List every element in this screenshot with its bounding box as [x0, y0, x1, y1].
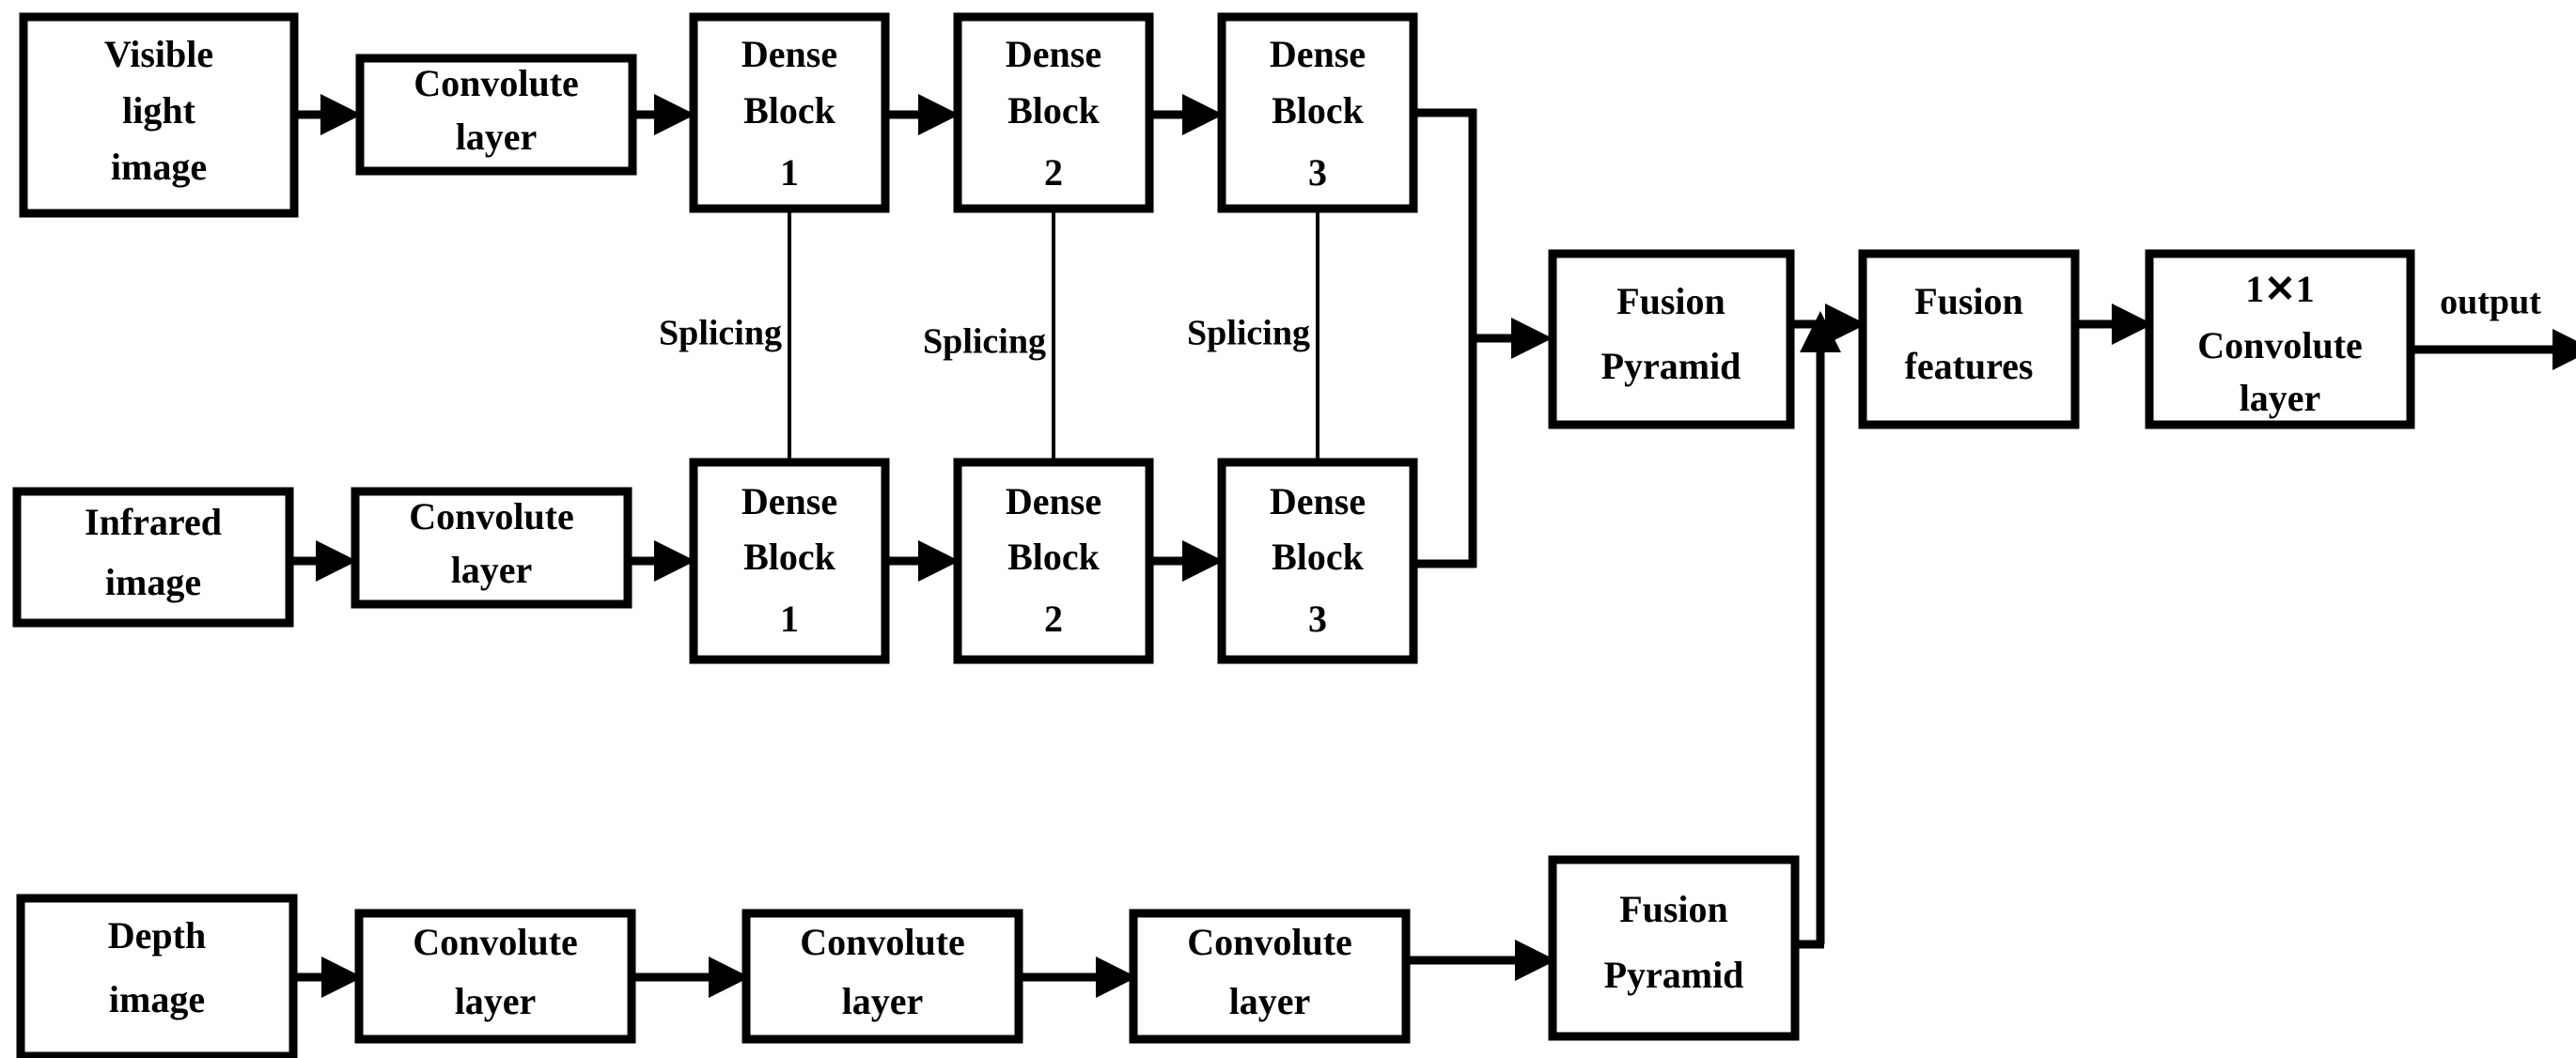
- arrow-visible-db1-to-db2: [885, 94, 960, 135]
- output-label: output: [2440, 283, 2541, 322]
- node-depth-convolute-layer-2: Convolute layer: [742, 909, 1023, 1044]
- arrow-infrared-conv-to-db1: [628, 540, 695, 582]
- arrow-depth-conv1-to-conv2: [632, 957, 750, 998]
- node-fusion-pyramid-top: Fusion Pyramid: [1548, 249, 1795, 429]
- merge-dense-block3-outputs: [1410, 108, 1553, 568]
- node-visible-light-image: Visible light image: [19, 12, 299, 218]
- node-label-line: image: [105, 561, 201, 603]
- arrow-depth-conv2-to-conv3: [1019, 957, 1137, 998]
- depth-branch-connector: [1791, 311, 1841, 949]
- node-label-line: Dense: [1006, 480, 1101, 522]
- node-label-line: Fusion: [1616, 280, 1725, 322]
- node-label-line: Block: [743, 89, 836, 132]
- splicing-label-2: Splicing: [923, 322, 1046, 362]
- node-label-line: light: [122, 89, 195, 132]
- node-infrared-dense-block-1: Dense Block 1: [689, 458, 890, 664]
- node-conv-1x1-layer: 1✕1 Convolute layer: [2145, 249, 2415, 429]
- node-label-line: layer: [1229, 980, 1311, 1022]
- node-label-line: 2: [1044, 598, 1063, 640]
- node-label-line: Pyramid: [1604, 954, 1744, 996]
- node-fusion-pyramid-bottom: Fusion Pyramid: [1548, 855, 1800, 1041]
- arrow-visible-conv-to-db1: [632, 94, 695, 135]
- node-label-line: 1: [780, 598, 799, 640]
- node-label-line: Fusion: [1914, 280, 2023, 322]
- arrow-output: [2411, 329, 2576, 370]
- arrow-infrared-db1-to-db2: [885, 540, 960, 582]
- node-label-line: Fusion: [1619, 888, 1728, 930]
- node-label-line: 1✕1: [2245, 268, 2315, 310]
- arrow-features-to-conv1x1: [2075, 303, 2153, 345]
- node-label-line: Convolute: [409, 495, 574, 537]
- node-label-line: layer: [455, 980, 537, 1022]
- node-label-line: 3: [1308, 598, 1327, 640]
- node-label-line: Dense: [1006, 33, 1101, 75]
- node-depth-convolute-layer-1: Convolute layer: [354, 909, 636, 1044]
- node-label-line: Dense: [742, 480, 837, 522]
- arrow-visible-db2-to-db3: [1149, 94, 1224, 135]
- node-label-line: Convolute: [414, 62, 579, 104]
- node-infrared-convolute-layer: Convolute layer: [351, 487, 632, 609]
- node-visible-dense-block-1: Dense Block 1: [689, 12, 890, 213]
- node-fusion-features: Fusion features: [1858, 249, 2080, 429]
- arrow-depth-image-to-conv1: [293, 957, 363, 998]
- arrow-infrared-db2-to-db3: [1149, 540, 1224, 582]
- node-label-line: Pyramid: [1601, 345, 1741, 387]
- node-label-line: image: [111, 146, 207, 188]
- node-visible-dense-block-3: Dense Block 3: [1217, 12, 1418, 213]
- node-label-line: Block: [743, 536, 836, 578]
- node-label-line: Convolute: [1187, 921, 1352, 963]
- node-label-line: Block: [1007, 536, 1101, 578]
- splicing-label-3: Splicing: [1187, 314, 1310, 353]
- node-label-line: image: [109, 978, 205, 1020]
- node-infrared-dense-block-3: Dense Block 3: [1217, 458, 1418, 664]
- node-label-line: Convolute: [413, 921, 578, 963]
- node-visible-convolute-layer: Convolute layer: [355, 54, 637, 176]
- node-label-line: Dense: [742, 33, 837, 75]
- node-label-line: layer: [451, 549, 533, 591]
- splicing-label-1: Splicing: [659, 314, 782, 353]
- node-label-line: Block: [1272, 89, 1365, 132]
- arrow-infrared-image-to-conv: [289, 540, 357, 582]
- node-label-line: Depth: [108, 914, 206, 957]
- node-label-line: 3: [1308, 151, 1327, 194]
- node-label-line: Convolute: [2197, 324, 2363, 366]
- node-label-line: layer: [456, 116, 538, 158]
- arrow-depth-conv3-to-pyramid: [1406, 940, 1556, 981]
- node-infrared-dense-block-2: Dense Block 2: [953, 458, 1154, 664]
- node-label-line: 1: [780, 151, 799, 194]
- node-label-line: features: [1905, 345, 2034, 387]
- node-depth-image: Depth image: [16, 894, 298, 1058]
- node-infrared-image: Infrared image: [12, 487, 294, 628]
- node-label-line: Dense: [1270, 33, 1366, 75]
- node-label-line: Infrared: [85, 501, 222, 543]
- node-label-line: layer: [2240, 377, 2321, 419]
- node-visible-dense-block-2: Dense Block 2: [953, 12, 1154, 213]
- node-label-line: Block: [1007, 89, 1101, 132]
- arrow-visible-image-to-conv: [294, 94, 362, 135]
- node-label-line: layer: [842, 980, 924, 1022]
- node-depth-convolute-layer-3: Convolute layer: [1129, 909, 1411, 1044]
- node-label-line: Visible: [104, 33, 213, 75]
- node-label-line: Dense: [1270, 480, 1366, 522]
- node-label-line: Convolute: [800, 921, 965, 963]
- node-label-line: Block: [1272, 536, 1365, 578]
- node-label-line: 2: [1044, 151, 1063, 194]
